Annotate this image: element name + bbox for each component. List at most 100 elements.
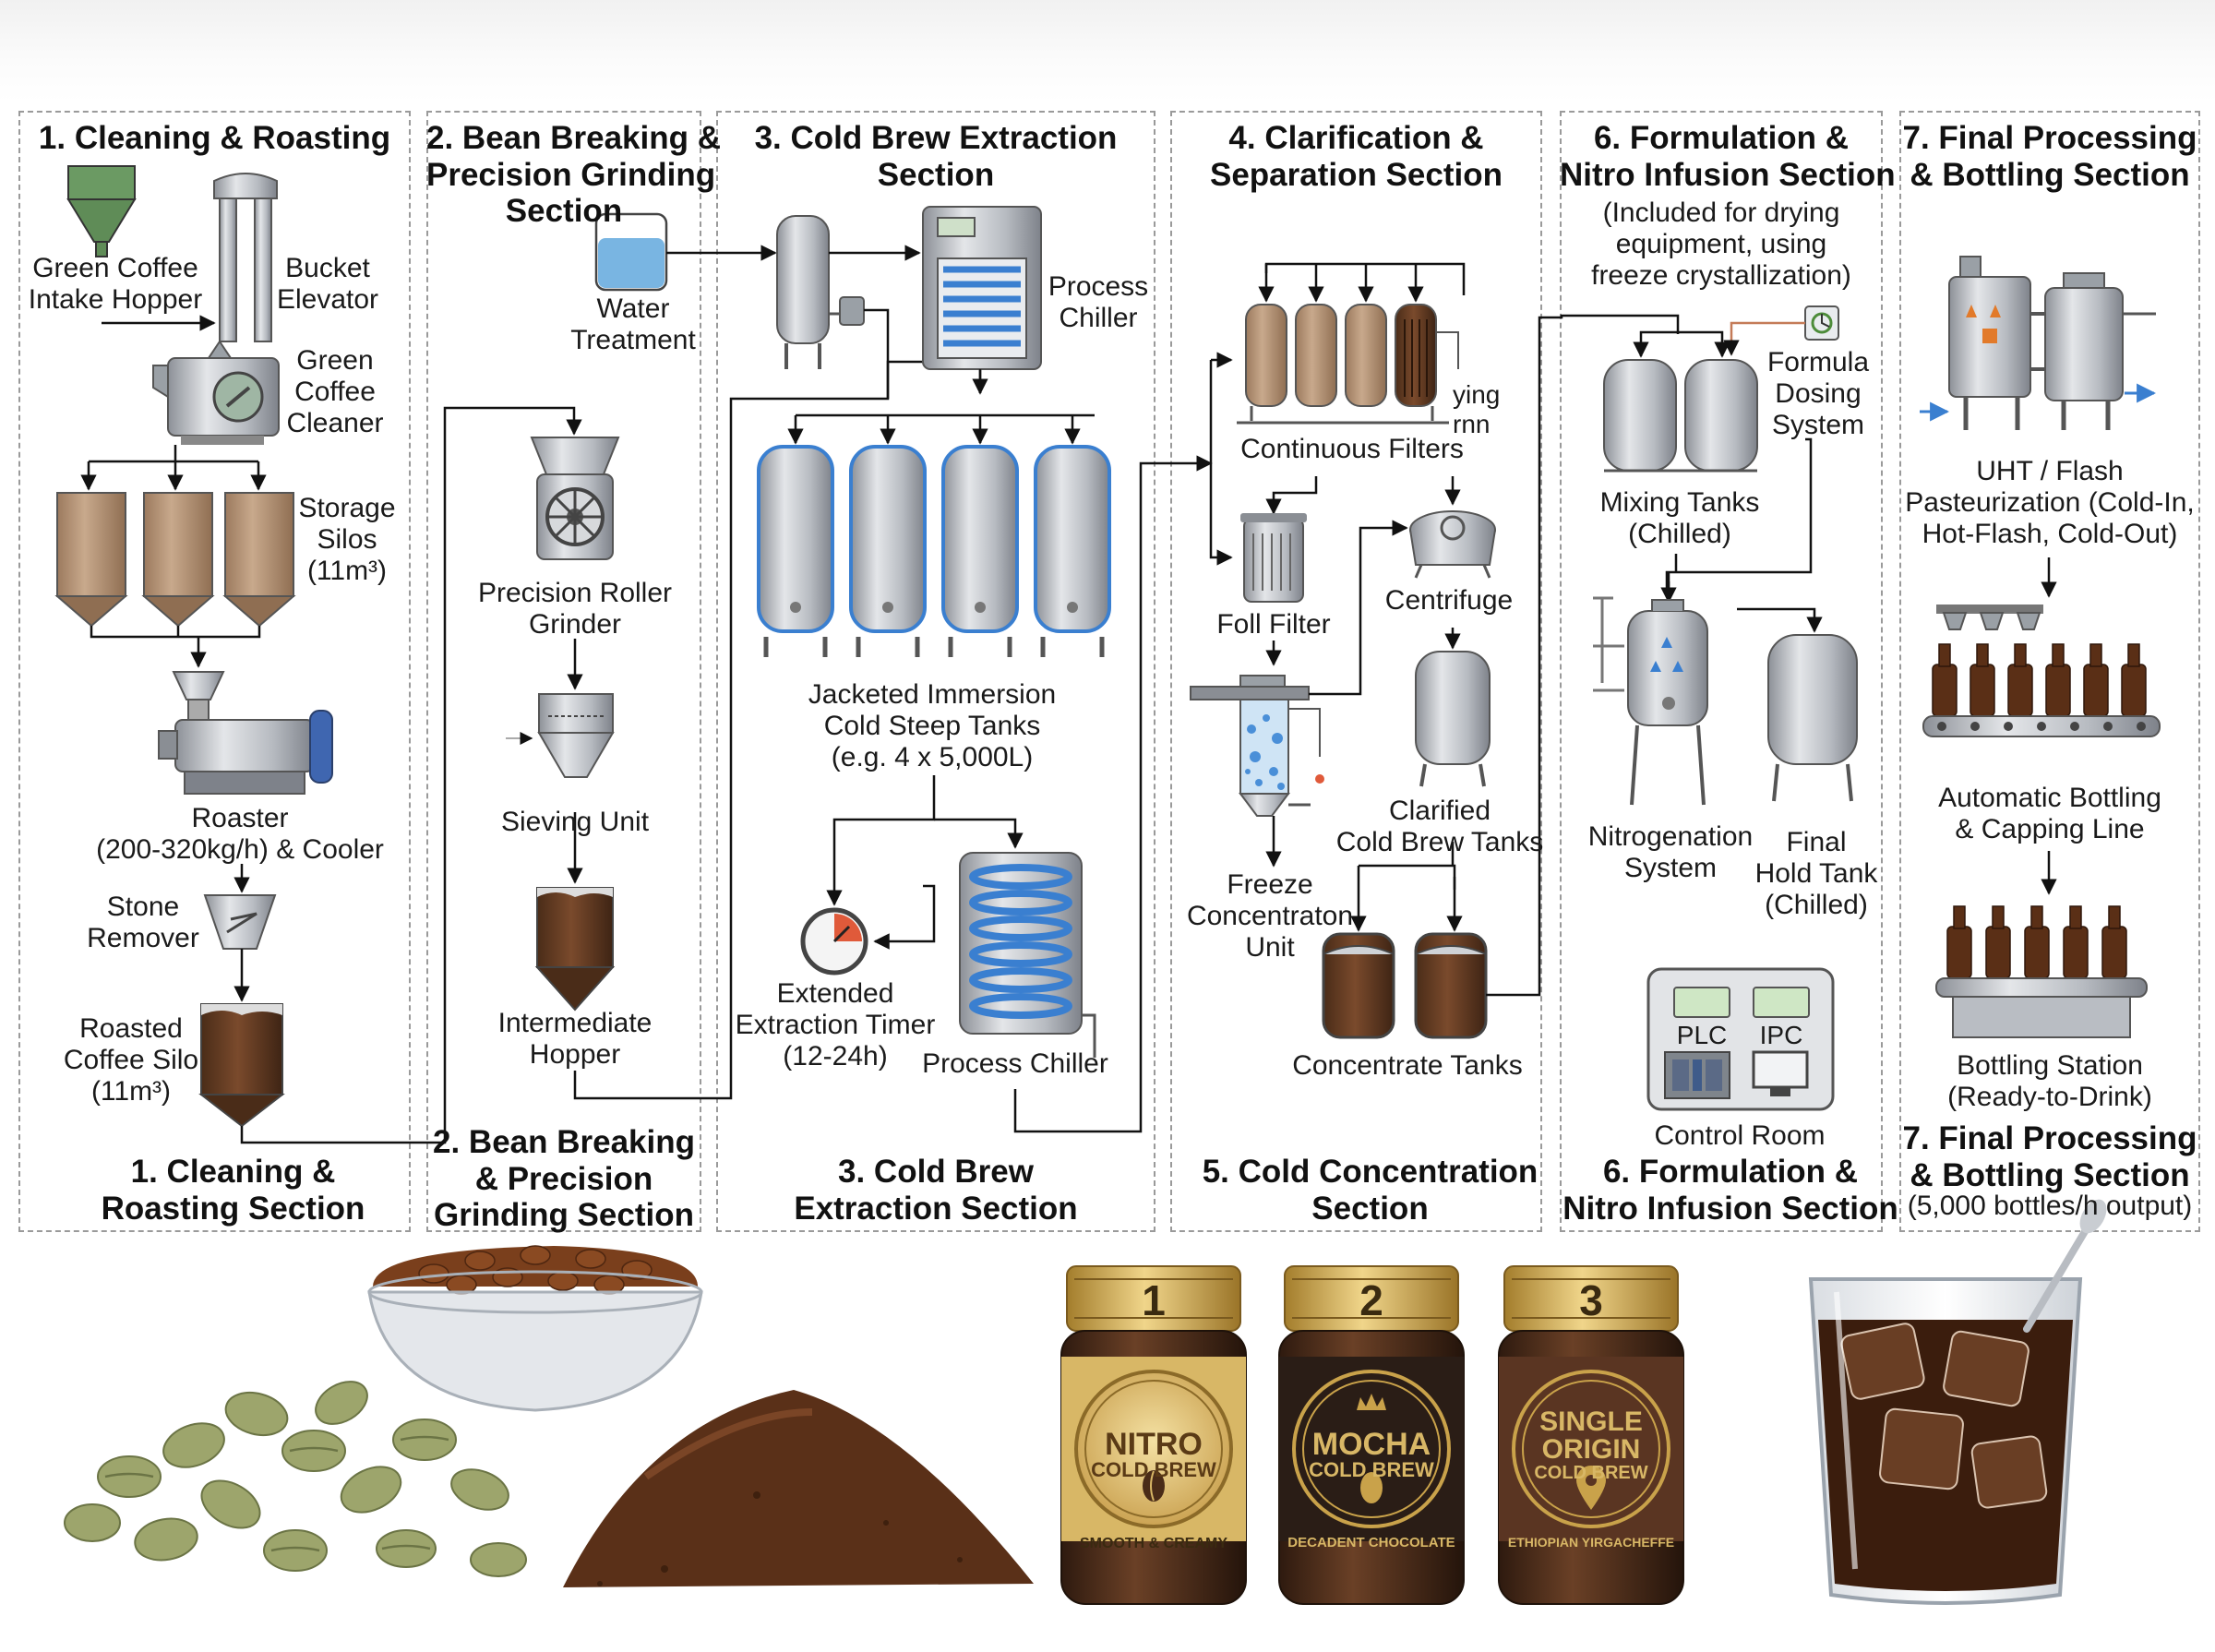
title-line: Separation Section bbox=[1209, 156, 1503, 193]
freeze-concentrator-unit bbox=[1190, 675, 1324, 817]
label-process-chiller-bottom: Process Chiller bbox=[914, 1048, 1117, 1080]
extraction-timer-icon bbox=[800, 907, 868, 976]
green-coffee-intake-hopper bbox=[66, 165, 137, 257]
label-line: PLC bbox=[1676, 1021, 1728, 1049]
map-pin-icon bbox=[1576, 1466, 1606, 1510]
label-line: rnn bbox=[1453, 409, 1491, 438]
section-3-box bbox=[716, 111, 1155, 1232]
process-chiller-coil-tank bbox=[959, 852, 1096, 1058]
label-line: Bucket bbox=[285, 253, 370, 283]
title-line: Extraction Section bbox=[794, 1190, 1078, 1227]
label-line: Extended bbox=[776, 978, 894, 1009]
label-line: Cleaner bbox=[286, 407, 384, 438]
label-line: Continuous Filters bbox=[1240, 434, 1464, 464]
label-line: Hopper bbox=[529, 1038, 621, 1070]
title-line: Section bbox=[505, 193, 623, 230]
title-line: 3. Cold Brew Extraction bbox=[754, 120, 1118, 156]
section-1-bottom-title: 1. Cleaning & Roasting Section bbox=[37, 1154, 429, 1227]
jar-mocha-cold-brew bbox=[1278, 1265, 1465, 1605]
precision-roller-grinder bbox=[530, 437, 620, 560]
section-3-top-title: 3. Cold Brew Extraction Section bbox=[716, 120, 1155, 193]
label-line: Remover bbox=[87, 922, 199, 953]
roaster bbox=[158, 671, 333, 795]
title-line: Nitro Infusion Section bbox=[1560, 156, 1896, 193]
title-line: 6. Formulation & bbox=[1593, 120, 1850, 156]
bottling-station bbox=[1935, 905, 2148, 1038]
jar-number: 1 bbox=[1142, 1276, 1166, 1324]
jar-1-tagline: SMOOTH & CREAMY bbox=[1061, 1536, 1246, 1552]
section-7-box bbox=[1899, 111, 2200, 1232]
label-line: Nitrogenation bbox=[1587, 821, 1754, 852]
jar-name-line: SINGLE bbox=[1539, 1407, 1643, 1437]
label-line: Water bbox=[596, 293, 670, 324]
section-7-top-title: 7. Final Processing & Bottling Section bbox=[1899, 120, 2200, 193]
formula-dosing-system-icon bbox=[1804, 305, 1839, 341]
label-line: Extraction Timer bbox=[735, 1009, 936, 1040]
bucket-elevator bbox=[207, 173, 278, 359]
label-line: Cold Steep Tanks bbox=[823, 710, 1041, 741]
label-process-chiller-top: Process Chiller bbox=[1041, 271, 1155, 334]
label-line: Jacketed Immersion bbox=[808, 679, 1057, 710]
foil-filter bbox=[1240, 513, 1307, 603]
section-4-box bbox=[1170, 111, 1542, 1232]
label-line: (200-320kg/h) & Cooler bbox=[96, 833, 384, 865]
green-coffee-beans-pile bbox=[64, 1381, 527, 1577]
label-freeze-concentrator: Freeze Concentraton Unit bbox=[1178, 869, 1362, 964]
section-6-top-note: (Included for drying equipment, using fr… bbox=[1560, 198, 1883, 292]
label-line: Cold Brew Tanks bbox=[1335, 826, 1544, 857]
label-line: Intermediate bbox=[497, 1008, 653, 1038]
jar-nitro-cold-brew bbox=[1060, 1265, 1247, 1605]
label-line: (Chilled) bbox=[1628, 518, 1731, 549]
label-line: (11m³) bbox=[90, 1075, 172, 1107]
iced-coffee-glass bbox=[1808, 1199, 2107, 1605]
jar-name-line: COLD BREW bbox=[1534, 1463, 1648, 1483]
section-6-bottom-title: 6. Formulation & Nitro Infusion Section bbox=[1560, 1154, 1901, 1227]
cocoa-bean-icon bbox=[1360, 1472, 1383, 1503]
label-centrifuge: Centrifuge bbox=[1366, 585, 1532, 617]
section-6-top-title: 6. Formulation & Nitro Infusion Section bbox=[1560, 120, 1896, 193]
label-line: Grinder bbox=[528, 608, 622, 640]
ipc-label: IPC bbox=[1746, 1021, 1816, 1050]
label-line: Elevator bbox=[276, 283, 379, 315]
jar-name-line: COLD BREW bbox=[1091, 1458, 1216, 1481]
label-precision-roller-grinder: Precision Roller Grinder bbox=[454, 578, 696, 640]
jar-tagline: ETHIOPIAN YIRGACHEFFE bbox=[1507, 1535, 1675, 1550]
mixing-tanks bbox=[1603, 359, 1758, 473]
label-line: (Ready-to-Drink) bbox=[1947, 1081, 2152, 1112]
label-green-coffee-intake-hopper: Green Coffee Intake Hopper bbox=[20, 253, 210, 316]
label-line: Formula bbox=[1766, 347, 1870, 377]
title-line: 7. Final Processing bbox=[1902, 1120, 2197, 1156]
automatic-bottling-line bbox=[1922, 605, 2161, 737]
label-line: (11m³) bbox=[306, 555, 388, 586]
section-2-box bbox=[426, 111, 701, 1232]
label-foil-filter: Foll Filter bbox=[1200, 609, 1347, 640]
title-line: 3. Cold Brew bbox=[838, 1154, 1034, 1190]
plc-label: PLC bbox=[1667, 1021, 1737, 1050]
jar-number: 2 bbox=[1359, 1276, 1383, 1324]
title-line: 5. Cold Concentration bbox=[1202, 1154, 1539, 1190]
label-intermediate-hopper: Intermediate Hopper bbox=[454, 1008, 696, 1071]
note-line: freeze crystallization) bbox=[1591, 259, 1851, 291]
green-coffee-cleaner bbox=[152, 357, 280, 445]
ground-coffee-pile bbox=[563, 1390, 1034, 1587]
note-line: (Included for drying bbox=[1602, 198, 1840, 228]
roasted-coffee-silo bbox=[198, 1003, 285, 1128]
section-6-box bbox=[1560, 111, 1883, 1232]
label-final-hold-tank: Final Hold Tank (Chilled) bbox=[1750, 827, 1883, 921]
label-line: Sieving Unit bbox=[500, 807, 650, 837]
label-line: Freeze bbox=[1227, 869, 1313, 900]
label-line: Clarified bbox=[1388, 796, 1491, 826]
note-line: (5,000 bottles/h output) bbox=[1907, 1191, 2193, 1221]
label-line: Bottling Station bbox=[1957, 1050, 2143, 1081]
jar-2-tagline: DECADENT CHOCOLATE bbox=[1279, 1535, 1464, 1551]
continuous-filters bbox=[1237, 304, 1459, 425]
pre-tank bbox=[776, 215, 865, 369]
roasted-beans-bowl bbox=[367, 1245, 703, 1412]
title-line: Roasting Section bbox=[101, 1190, 365, 1227]
label-line: Intake Hopper bbox=[28, 283, 203, 315]
jar-2-name: MOCHA COLD BREW bbox=[1279, 1429, 1464, 1480]
label-line: Centrifuge bbox=[1384, 585, 1514, 616]
label-line: Precision Roller bbox=[477, 578, 673, 608]
section-7-bottom-note: (5,000 bottles/h output) bbox=[1899, 1191, 2200, 1222]
